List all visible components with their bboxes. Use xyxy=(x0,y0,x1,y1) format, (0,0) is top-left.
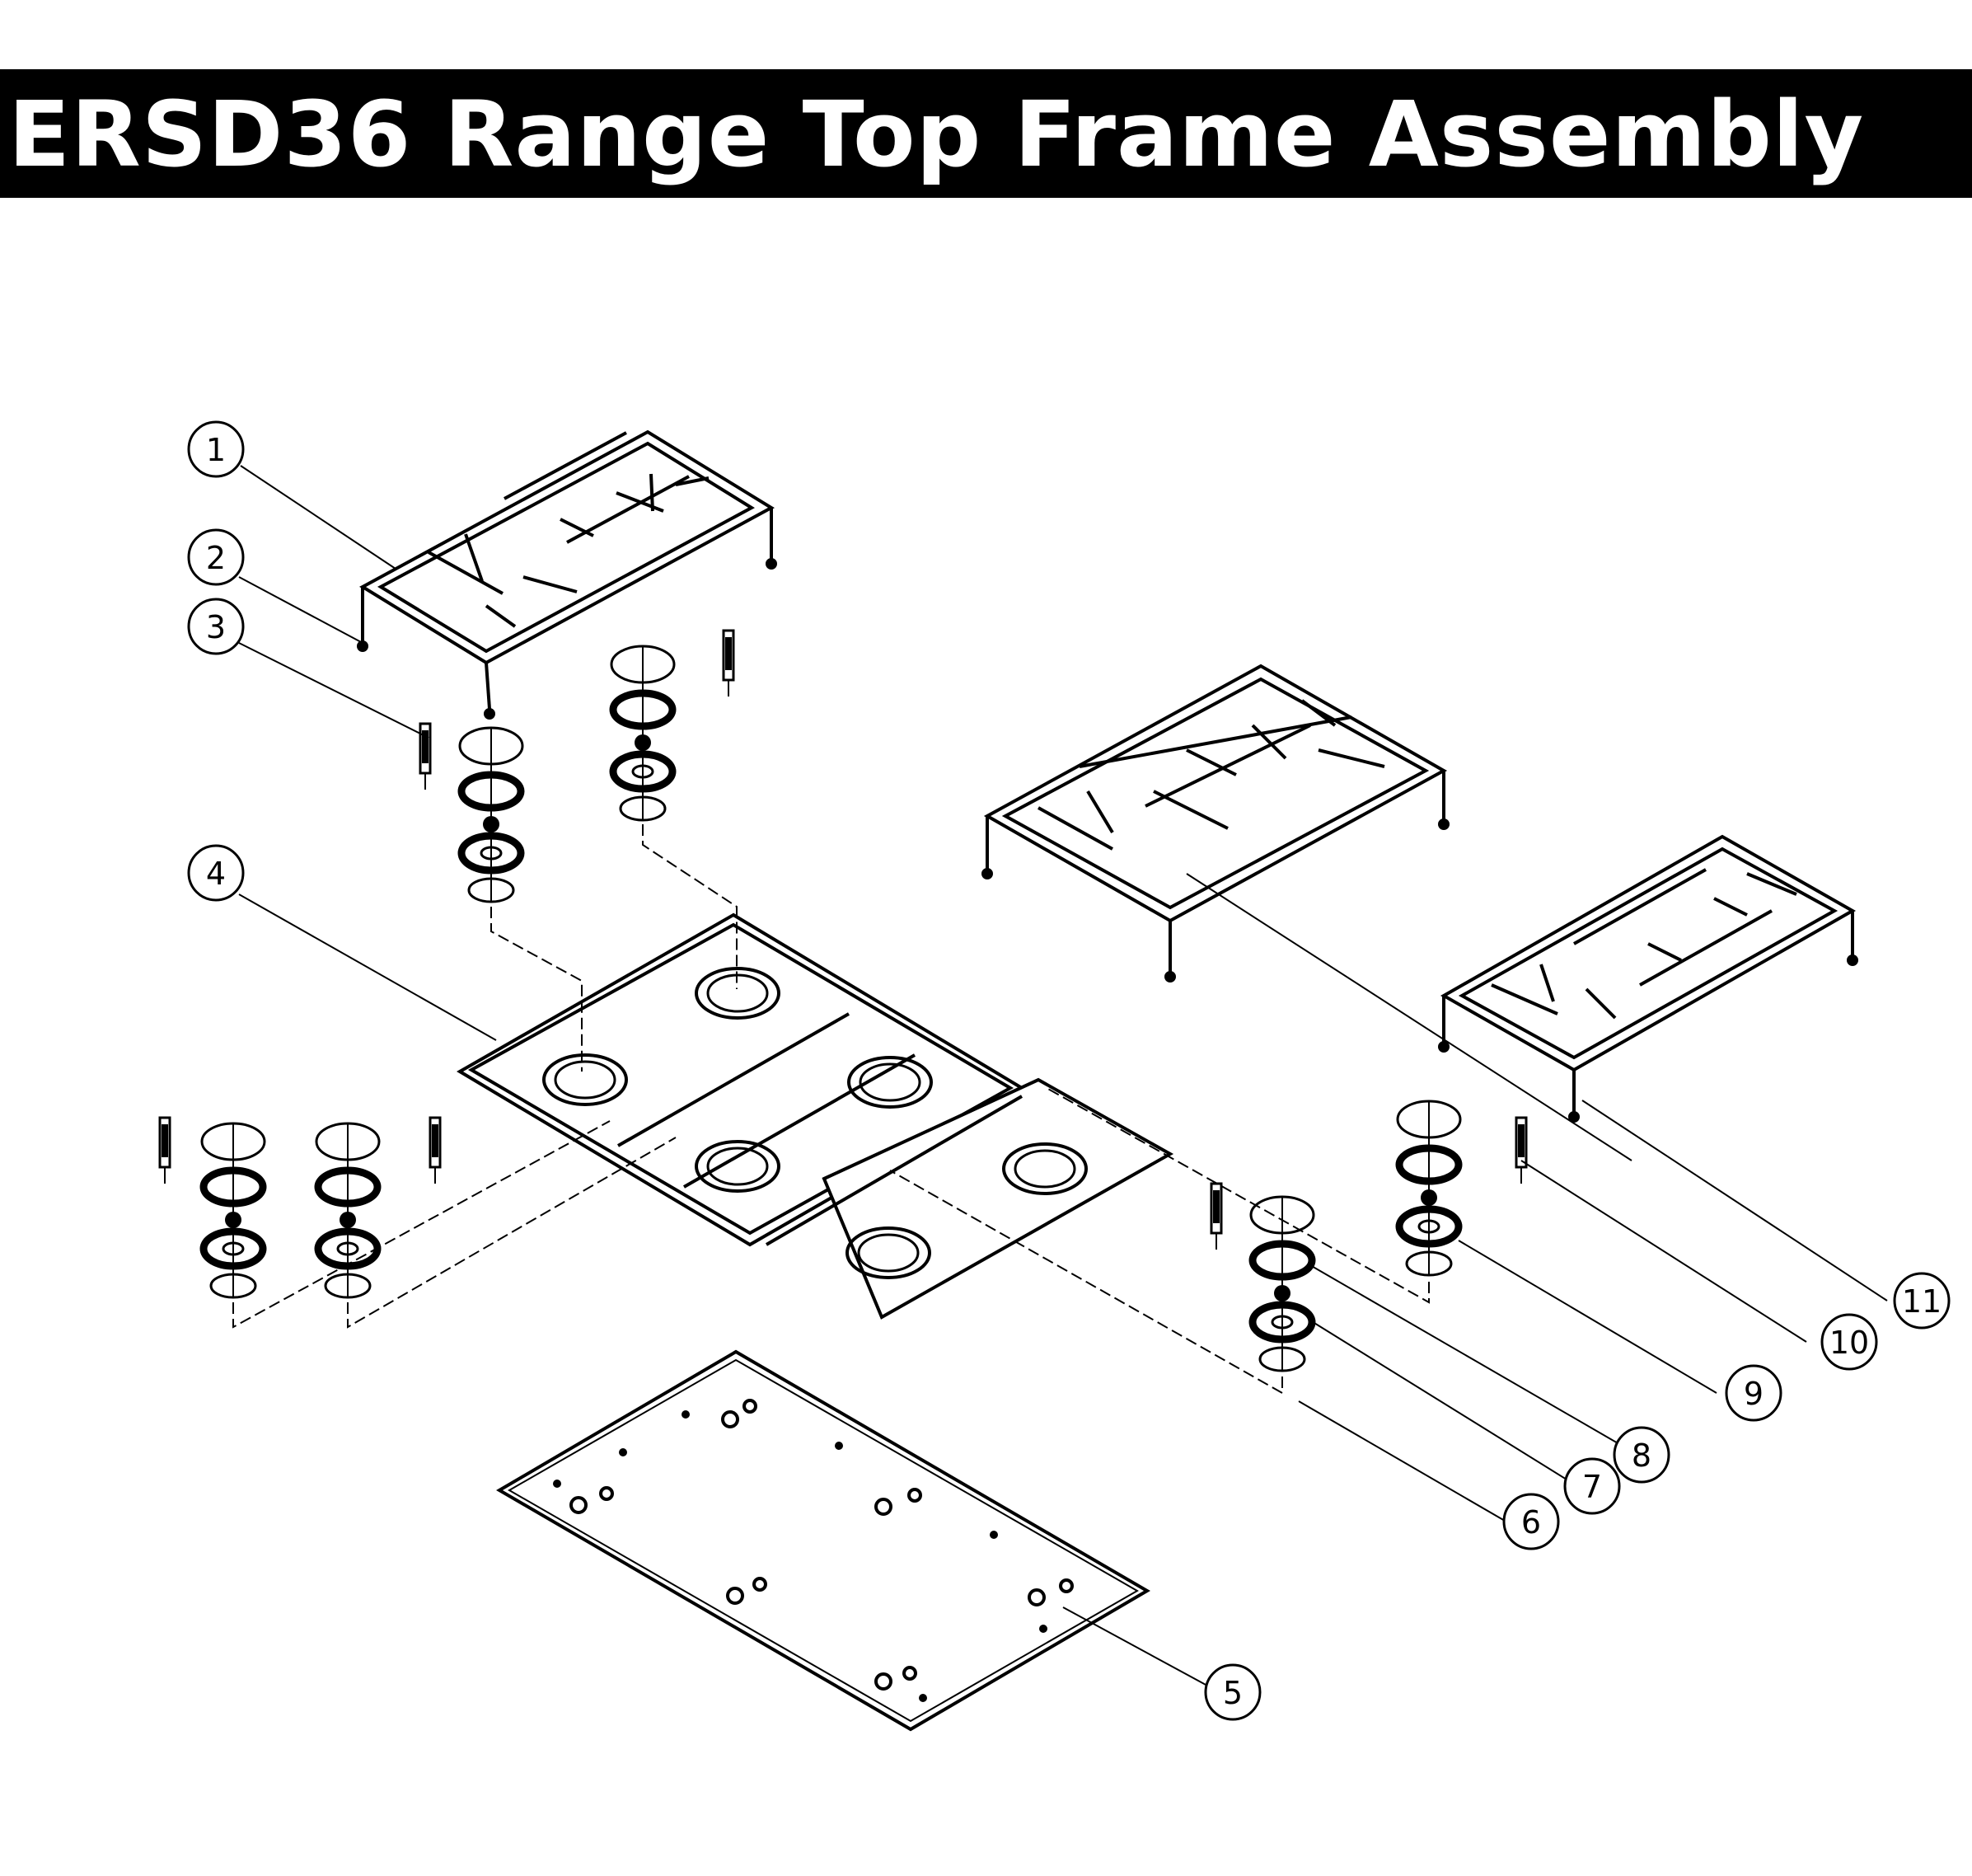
burner-assembly-top xyxy=(611,646,674,821)
burner-assembly-right-2 xyxy=(1398,1101,1460,1276)
grate-right xyxy=(1438,834,1858,1123)
callout-3: 3 xyxy=(187,598,245,655)
callout-6: 6 xyxy=(1502,1493,1560,1550)
page-title: ERSD36 Range Top Frame Assembly xyxy=(8,82,1865,187)
svg-text:10: 10 xyxy=(1829,1325,1869,1361)
title-bar xyxy=(0,69,1972,198)
burner-assembly-left-1 xyxy=(202,1123,265,1298)
svg-text:2: 2 xyxy=(206,540,226,576)
svg-text:1: 1 xyxy=(206,432,226,468)
burner-assembly-upper-left xyxy=(460,728,522,903)
svg-text:4: 4 xyxy=(206,856,226,892)
callout-7: 7 xyxy=(1563,1457,1621,1515)
svg-text:5: 5 xyxy=(1223,1675,1243,1711)
callout-2: 2 xyxy=(187,528,245,586)
svg-text:9: 9 xyxy=(1744,1376,1764,1412)
svg-text:8: 8 xyxy=(1632,1437,1651,1474)
svg-text:7: 7 xyxy=(1582,1469,1602,1505)
svg-text:3: 3 xyxy=(206,609,226,645)
callout-9: 9 xyxy=(1725,1364,1782,1422)
burner-assembly-right-1 xyxy=(1251,1197,1314,1372)
svg-text:6: 6 xyxy=(1521,1504,1541,1541)
callout-5: 5 xyxy=(1204,1663,1262,1721)
svg-text:11: 11 xyxy=(1902,1283,1942,1320)
callout-10: 10 xyxy=(1820,1313,1878,1371)
callout-11: 11 xyxy=(1893,1272,1951,1330)
callout-1: 1 xyxy=(187,420,245,478)
grate-left xyxy=(357,429,777,720)
grate-center xyxy=(981,664,1450,983)
bottom-pan xyxy=(496,1349,1150,1732)
callout-8: 8 xyxy=(1613,1426,1670,1484)
callout-4: 4 xyxy=(187,844,245,902)
callout-lines xyxy=(238,465,1888,1686)
burner-assembly-left-2 xyxy=(316,1123,379,1298)
range-top-frame xyxy=(457,912,1174,1320)
assembly-dashed-lines xyxy=(232,824,1430,1395)
